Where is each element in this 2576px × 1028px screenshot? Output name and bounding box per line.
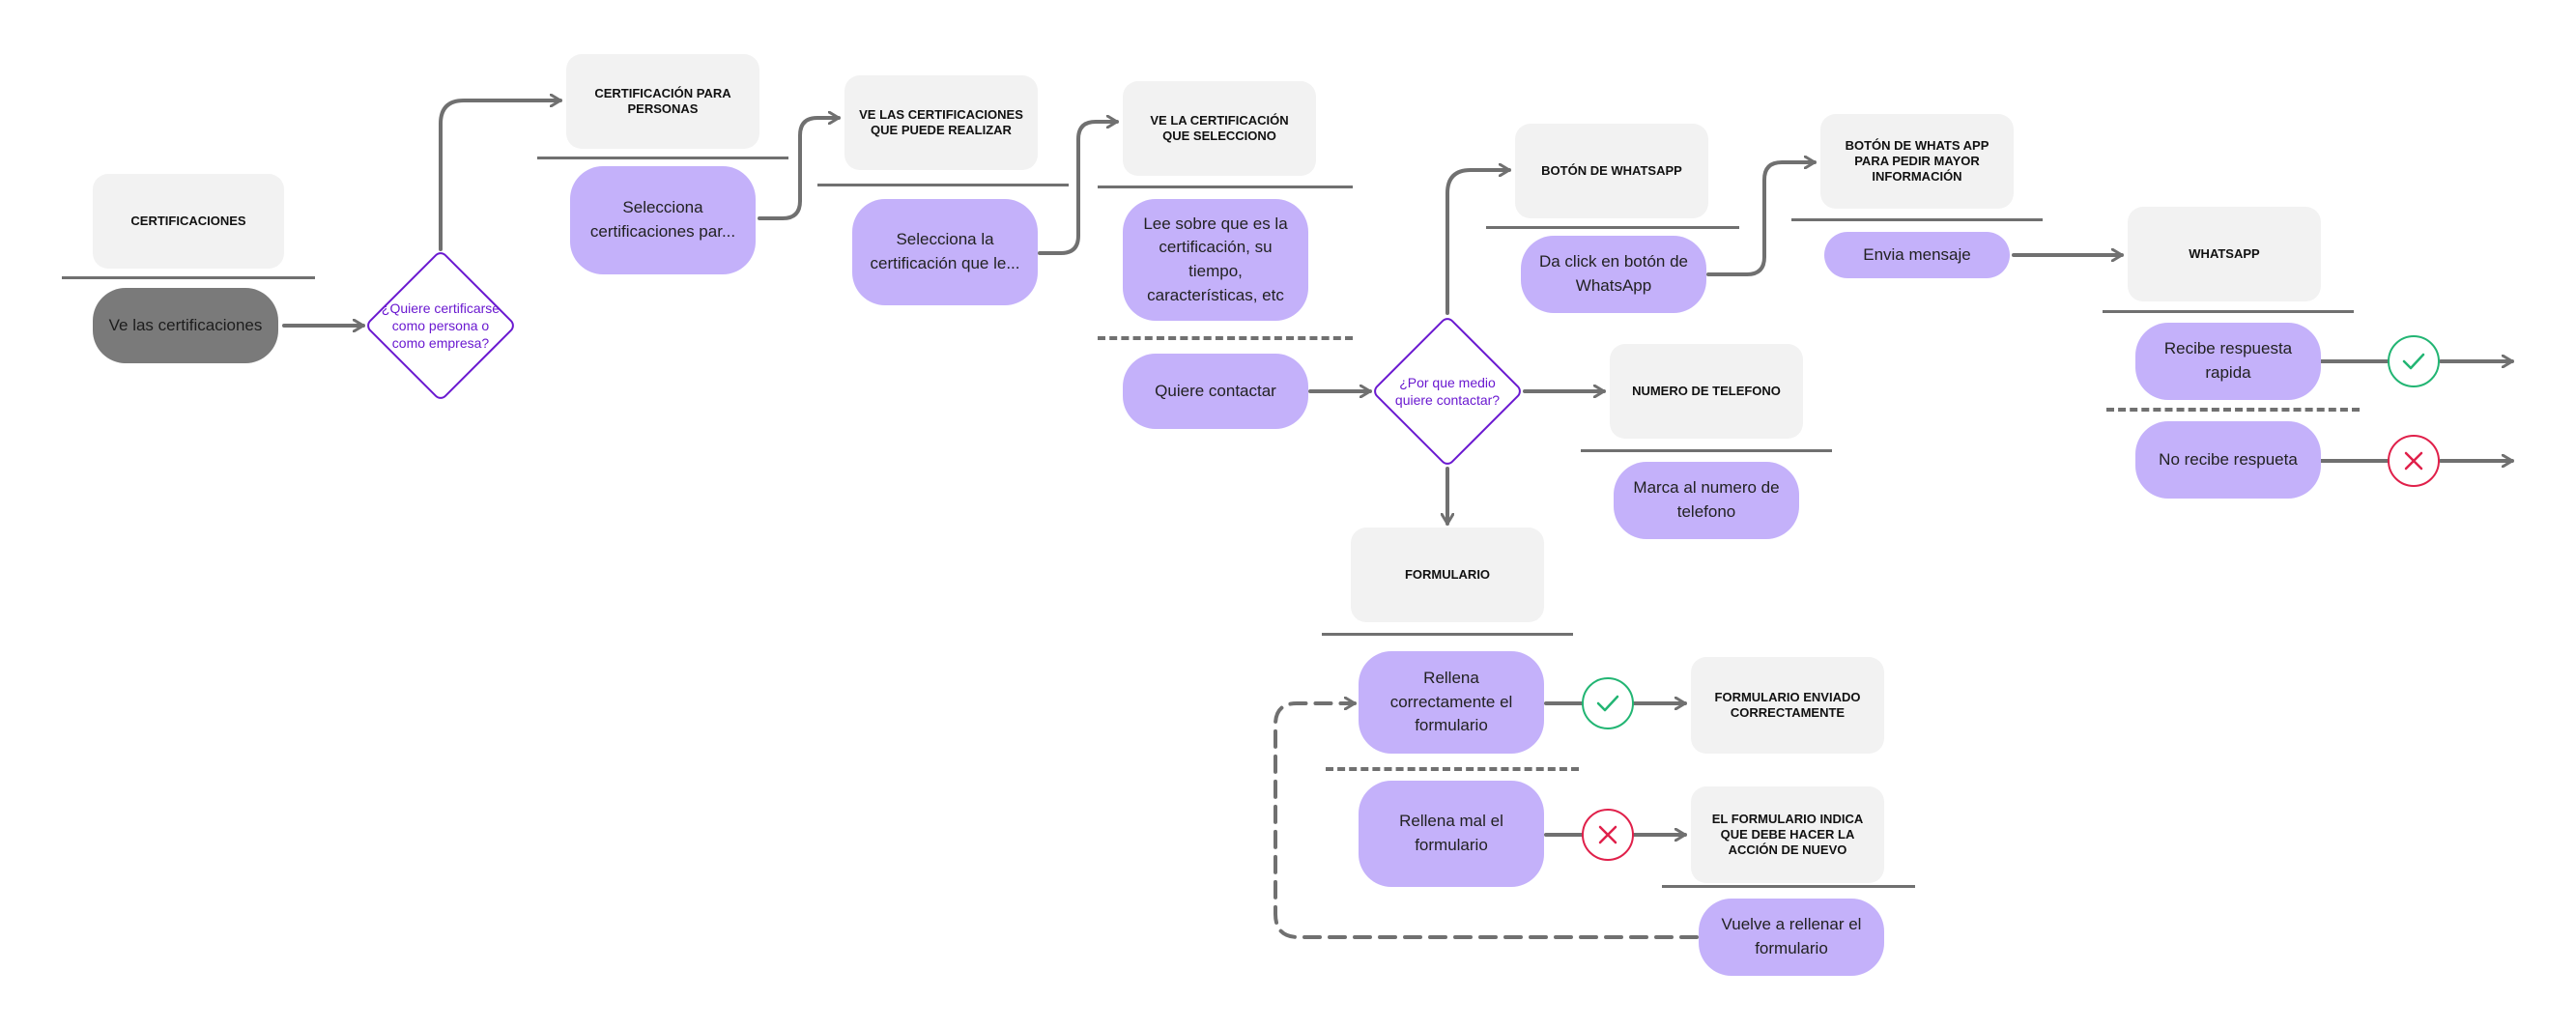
screen-certificaciones: CERTIFICACIONES: [93, 174, 284, 269]
arrow-icon: [1038, 122, 1119, 255]
action-selecciona-certificacion: Selecciona la certificación que le...: [852, 199, 1038, 305]
check-icon: [1596, 695, 1619, 712]
divider: [1791, 218, 2043, 221]
arrow-icon: [758, 118, 841, 220]
arrow-icon: [1706, 162, 1817, 276]
action-marca-numero: Marca al numero de telefono: [1614, 462, 1799, 539]
screen-formulario: FORMULARIO: [1351, 528, 1544, 622]
divider: [1486, 226, 1739, 229]
cross-icon: [1598, 825, 1617, 844]
action-rellena-correctamente: Rellena correctamente el formulario: [1359, 651, 1544, 754]
screen-ve-certificaciones: VE LAS CERTIFICACIONES QUE PUEDE REALIZA…: [844, 75, 1038, 170]
decision-medio-contacto-label: ¿Por que medio quiere contactar?: [1394, 374, 1501, 408]
success-status: [1582, 677, 1634, 729]
error-status: [1582, 809, 1634, 861]
divider: [62, 276, 315, 279]
divider: [817, 184, 1069, 186]
screen-ve-certificacion-seleccionada: VE LA CERTIFICACIÓN QUE SELECCIONO: [1123, 81, 1316, 176]
screen-formulario-error: EL FORMULARIO INDICA QUE DEBE HACER LA A…: [1691, 786, 1884, 883]
screen-boton-whatsapp: BOTÓN DE WHATSAPP: [1515, 124, 1708, 218]
action-envia-mensaje: Envia mensaje: [1824, 232, 2010, 278]
dashed-divider: [2106, 408, 2360, 412]
check-icon: [2402, 353, 2425, 370]
screen-formulario-enviado: FORMULARIO ENVIADO CORRECTAMENTE: [1691, 657, 1884, 754]
cross-icon: [2404, 451, 2423, 471]
success-status: [2388, 335, 2440, 387]
dashed-divider: [1326, 767, 1579, 771]
dashed-divider: [1098, 336, 1353, 340]
action-ve-certificaciones: Ve las certificaciones: [93, 288, 278, 363]
action-rellena-mal: Rellena mal el formulario: [1359, 781, 1544, 887]
action-click-whatsapp: Da click en botón de WhatsApp: [1521, 236, 1706, 313]
divider: [2103, 310, 2354, 313]
screen-boton-whats-app-info: BOTÓN DE WHATS APP PARA PEDIR MAYOR INFO…: [1820, 114, 2014, 209]
decision-persona-empresa-label: ¿Quiere certificarse como persona o como…: [381, 300, 501, 352]
retry-loop-arrow: [1274, 703, 1699, 939]
divider: [1098, 186, 1353, 188]
error-status: [2388, 435, 2440, 487]
arrow-icon: [439, 100, 562, 251]
action-recibe-respuesta: Recibe respuesta rapida: [2135, 323, 2321, 400]
action-lee-sobre-certificacion: Lee sobre que es la certificación, su ti…: [1123, 199, 1308, 321]
divider: [1322, 633, 1573, 636]
action-no-recibe-respuesta: No recibe respueta: [2135, 421, 2321, 499]
screen-numero-telefono: NUMERO DE TELEFONO: [1610, 344, 1803, 439]
action-quiere-contactar: Quiere contactar: [1123, 354, 1308, 429]
action-selecciona-personas: Selecciona certificaciones par...: [570, 166, 756, 274]
screen-whatsapp: WHATSAPP: [2128, 207, 2321, 301]
action-vuelve-rellenar: Vuelve a rellenar el formulario: [1699, 899, 1884, 976]
divider: [1581, 449, 1832, 452]
arrow-icon: [1445, 170, 1511, 315]
screen-certificacion-personas: CERTIFICACIÓN PARA PERSONAS: [566, 54, 759, 149]
divider: [1662, 885, 1915, 888]
divider: [537, 157, 788, 159]
